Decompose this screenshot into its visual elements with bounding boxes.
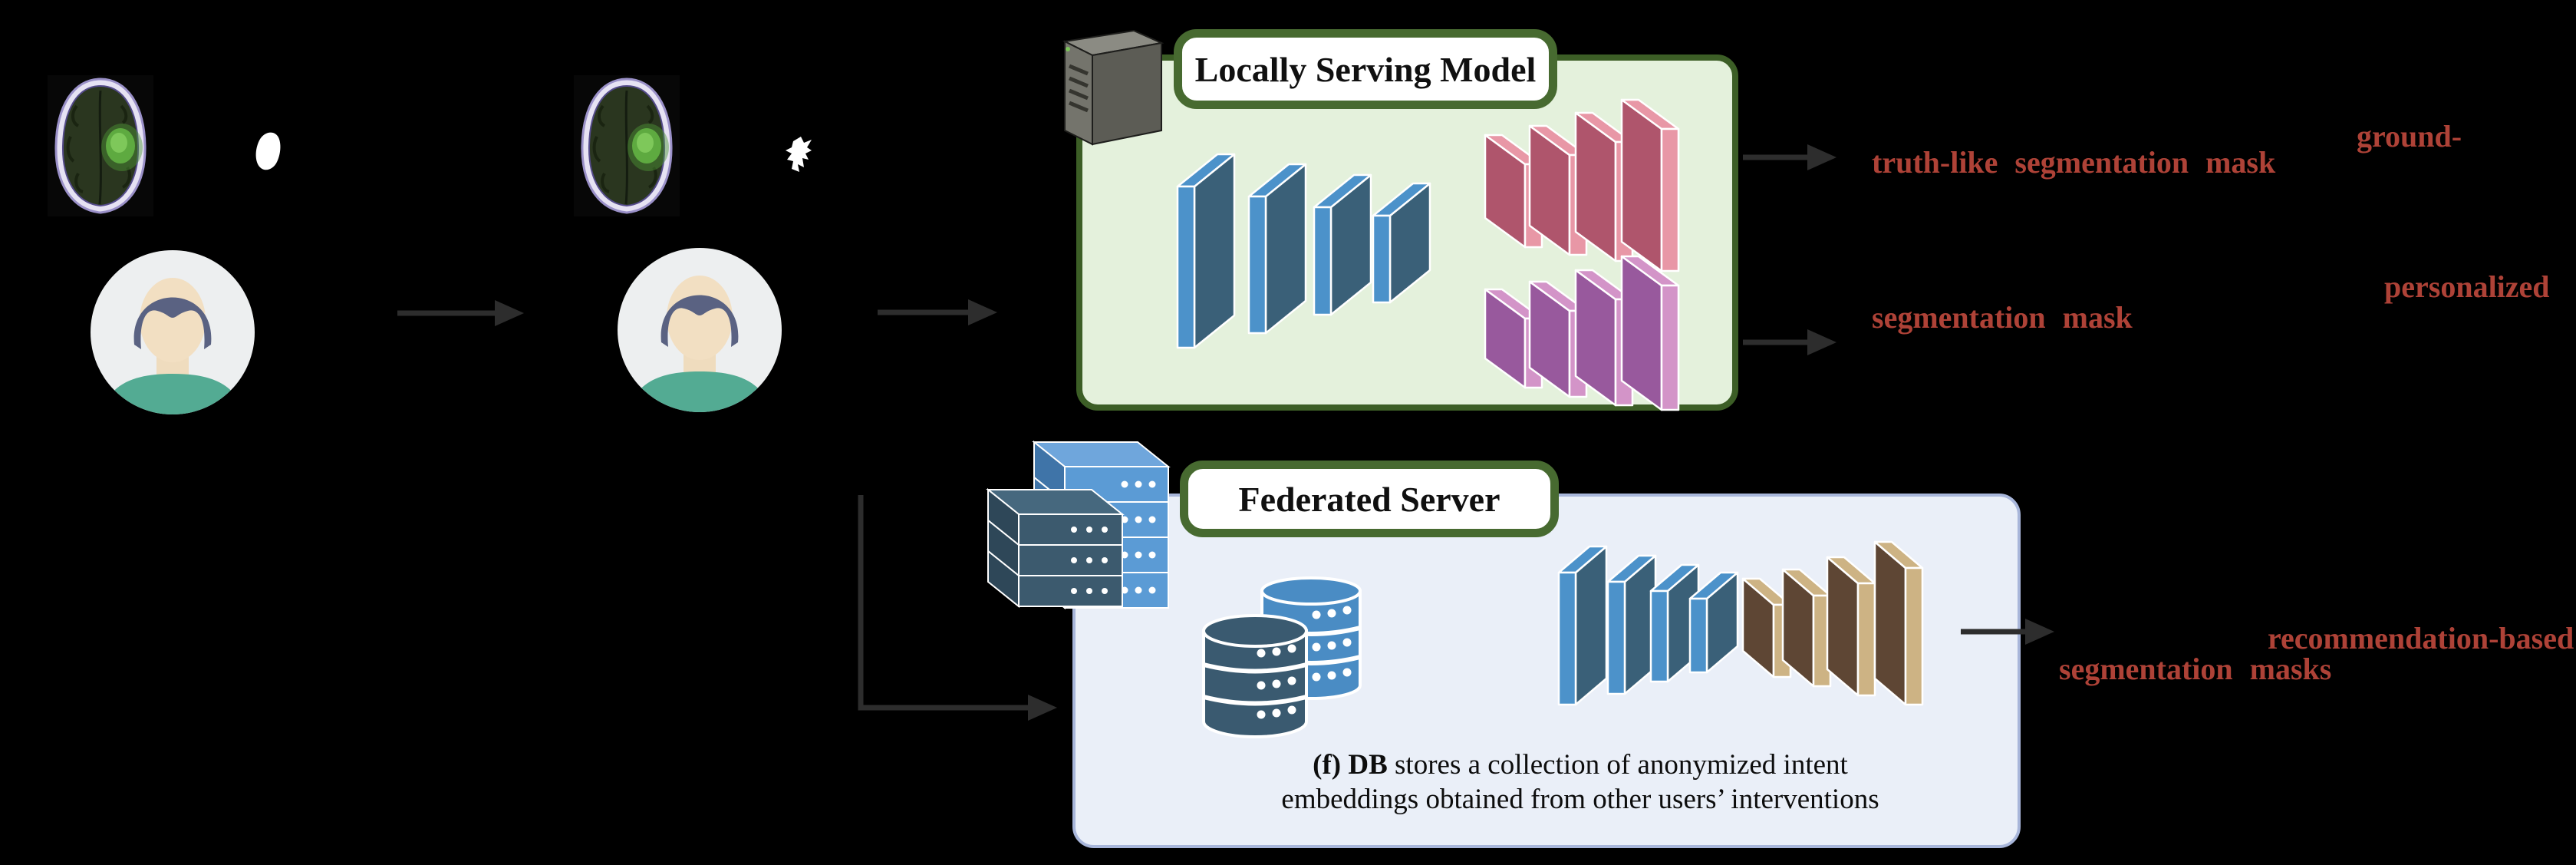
user-avatar-icon bbox=[618, 248, 782, 412]
federated-server-title-pill: Federated Server bbox=[1180, 461, 1559, 537]
caption-bold-db: (f) DB bbox=[1313, 749, 1388, 781]
arrow-local-to-ground-truth-label bbox=[1743, 144, 1836, 170]
caption-line2: embeddings obtained from other users’ in… bbox=[1281, 784, 1879, 815]
caption-line1: (f) DB stores a collection of anonymized… bbox=[1120, 748, 2041, 782]
local-model-title: Locally Serving Model bbox=[1194, 49, 1537, 89]
brain-mri-image bbox=[574, 75, 680, 216]
segmentation-mask-icon bbox=[255, 132, 281, 170]
arrow-user-to-local-model bbox=[878, 299, 997, 325]
recommendation-label-line1: recommendation-based bbox=[2268, 621, 2574, 655]
local-model-title-pill: Locally Serving Model bbox=[1174, 29, 1557, 109]
personalized-label-line1: personalized bbox=[2384, 269, 2550, 304]
scribble-mask-icon bbox=[786, 137, 812, 172]
personalized-label-line2: segmentation mask bbox=[1872, 300, 2133, 335]
ground-truth-label-line1: ground- bbox=[2357, 119, 2462, 154]
federated-caption: (f) DB stores a collection of anonymized… bbox=[1120, 748, 2041, 817]
arrow-local-to-personalized-label bbox=[1743, 329, 1836, 355]
brain-mri-image bbox=[48, 75, 153, 216]
recommendation-label-line2: segmentation masks bbox=[2059, 652, 2332, 686]
elbow-connector-to-federated-server bbox=[858, 495, 1057, 721]
caption-line1-rest: stores a collection of anonymized intent bbox=[1387, 749, 1848, 781]
federated-server-title: Federated Server bbox=[1238, 479, 1500, 519]
arrow-user-to-user bbox=[397, 300, 524, 326]
ground-truth-label-line2: truth-like segmentation mask bbox=[1872, 145, 2276, 180]
user-avatar-icon bbox=[91, 250, 255, 414]
